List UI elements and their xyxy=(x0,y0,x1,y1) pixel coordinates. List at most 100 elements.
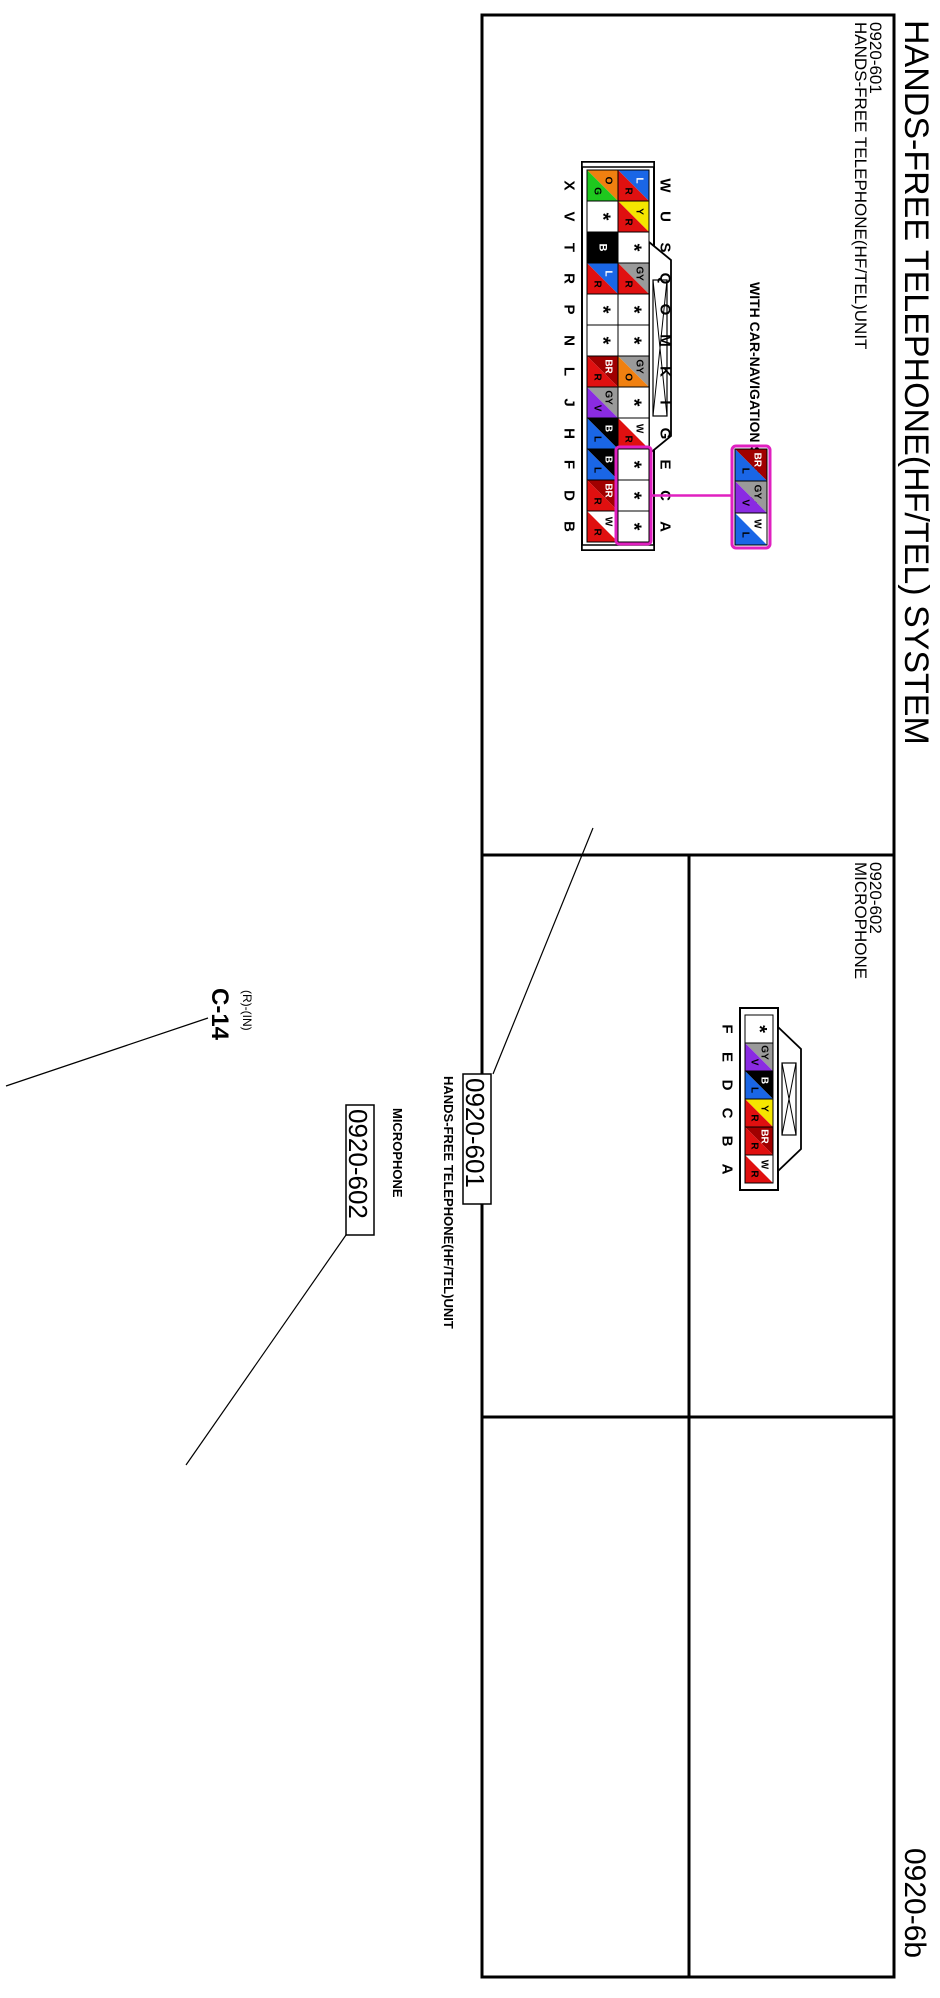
cell-stripe-color xyxy=(587,263,618,294)
cell-stripe-code: L xyxy=(740,468,751,474)
cell-primary-code: O xyxy=(603,177,614,185)
cell-stripe-code: V xyxy=(748,1059,759,1066)
cell-stripe-code: R xyxy=(622,218,633,226)
pin-letter-X: X xyxy=(561,180,578,190)
cell-bg xyxy=(586,293,619,326)
locator-601-tag: 0920-601 HANDS-FREE TELEPHONE(HF/TEL)UNI… xyxy=(441,1073,492,1329)
pin-letter-A: A xyxy=(657,521,674,532)
pin-letter-B: B xyxy=(561,521,578,532)
pin-letter-J: J xyxy=(561,398,578,406)
pin-602-B: BRR xyxy=(744,1126,774,1156)
pin-letter-L: L xyxy=(561,367,578,376)
cell-stripe-color xyxy=(587,418,618,449)
cell-primary-code: L xyxy=(634,177,645,183)
cell-stripe-color xyxy=(745,1071,773,1099)
pin-letter-S: S xyxy=(657,242,674,252)
cell-border xyxy=(586,510,619,543)
cell-stripe-code: R xyxy=(591,497,602,505)
pin-601-I: * xyxy=(617,386,650,419)
locator-602-box xyxy=(345,1104,375,1236)
cell-primary-code: BR xyxy=(759,1129,770,1144)
latch-cross-b xyxy=(652,279,668,417)
cell-stripe-code: R xyxy=(748,1114,759,1122)
cell-stripe-color xyxy=(618,356,649,387)
pin-letter-K: K xyxy=(657,366,674,377)
cell-primary-code: BR xyxy=(751,453,762,468)
pin-601-L: BRR xyxy=(586,355,619,388)
cell-stripe-color xyxy=(587,449,618,480)
pin-602-D: BL xyxy=(744,1070,774,1100)
connector-601-name: HANDS-FREE TELEPHONE(HF/TEL)UNIT xyxy=(851,22,870,349)
connector-602-name: MICROPHONE xyxy=(851,862,870,979)
cell-bg xyxy=(617,479,650,512)
locator-c14: C-14 (R)-(IN) xyxy=(206,988,254,1041)
callout-cell-0: BRL xyxy=(734,448,768,482)
pin-letter-W: W xyxy=(657,178,674,193)
cell-primary-code: BR xyxy=(603,483,614,498)
pin-letter-E: E xyxy=(657,459,674,469)
cell-bg xyxy=(586,200,619,233)
locator-601-code: 0920-601 xyxy=(460,1078,490,1188)
sheet-frame xyxy=(480,13,896,1979)
pin-letter-G: G xyxy=(657,428,674,440)
pin-601-A: * xyxy=(617,510,650,543)
cell-stripe-color xyxy=(618,170,649,201)
c14-code: C-14 xyxy=(206,988,233,1041)
cell-primary-code: GY xyxy=(759,1045,770,1060)
pin-letter-P: P xyxy=(561,304,578,314)
cell-stripe-code: R xyxy=(622,435,633,443)
cell-primary-code: L xyxy=(603,270,614,276)
pin-letter-T: T xyxy=(561,243,578,252)
pin-601-H: BL xyxy=(586,417,619,450)
cell-primary-code: B xyxy=(603,456,614,463)
pin-letter-E: E xyxy=(719,1052,736,1062)
pin-601-U: YR xyxy=(617,200,650,233)
cell-stripe-code: V xyxy=(591,405,602,412)
pin-601-B: WR xyxy=(586,510,619,543)
cell-primary-code: GY xyxy=(751,485,762,500)
cell-stripe-color xyxy=(735,449,767,481)
c14-sub: (R)-(IN) xyxy=(240,990,254,1031)
pin-letter-D: D xyxy=(561,490,578,501)
cell-border xyxy=(744,1154,774,1184)
callout-cell-1: GYV xyxy=(734,480,768,514)
pin-letter-D: D xyxy=(719,1080,736,1091)
cell-stripe-code: V xyxy=(740,499,751,506)
locator-601-box xyxy=(462,1073,492,1205)
cell-stripe-color xyxy=(587,356,618,387)
cell-stripe-color xyxy=(587,511,618,542)
cell-bg xyxy=(617,386,650,419)
cell-stripe-color xyxy=(745,1099,773,1127)
cell-stripe-code: L xyxy=(591,436,602,442)
bracket-top xyxy=(581,161,655,168)
pin-601-F: BL xyxy=(586,448,619,481)
pin-letter-F: F xyxy=(719,1024,736,1033)
cell-stripe-code: R xyxy=(748,1170,759,1178)
cell-star: * xyxy=(592,337,614,345)
pin-letter-O: O xyxy=(657,304,674,316)
pin-letter-U: U xyxy=(657,211,674,222)
pin-601-C: * xyxy=(617,479,650,512)
locator-601-name: HANDS-FREE TELEPHONE(HF/TEL)UNIT xyxy=(441,1076,456,1329)
cell-stripe-code: R xyxy=(591,280,602,288)
cell-stripe-color xyxy=(587,170,618,201)
cell-stripe-color xyxy=(618,418,649,449)
cell-stripe-color xyxy=(745,1155,773,1183)
pin-letter-H: H xyxy=(561,428,578,439)
pin-601-X: OG xyxy=(586,169,619,202)
pin-601-T: B xyxy=(586,231,619,264)
cell-star: * xyxy=(623,399,645,407)
cell-primary-code: GY xyxy=(634,266,645,281)
cell-border xyxy=(734,512,768,546)
pin-601-D: BRR xyxy=(586,479,619,512)
cell-star: * xyxy=(623,523,645,531)
pin-601-K: GYO xyxy=(617,355,650,388)
cell-stripe-color xyxy=(745,1127,773,1155)
pin-letter-Q: Q xyxy=(657,273,674,285)
cell-primary-code: W xyxy=(634,424,645,434)
cell-stripe-color xyxy=(735,481,767,513)
pin-601-W: LR xyxy=(617,169,650,202)
cell-bg xyxy=(617,448,650,481)
cell-star: * xyxy=(623,244,645,252)
